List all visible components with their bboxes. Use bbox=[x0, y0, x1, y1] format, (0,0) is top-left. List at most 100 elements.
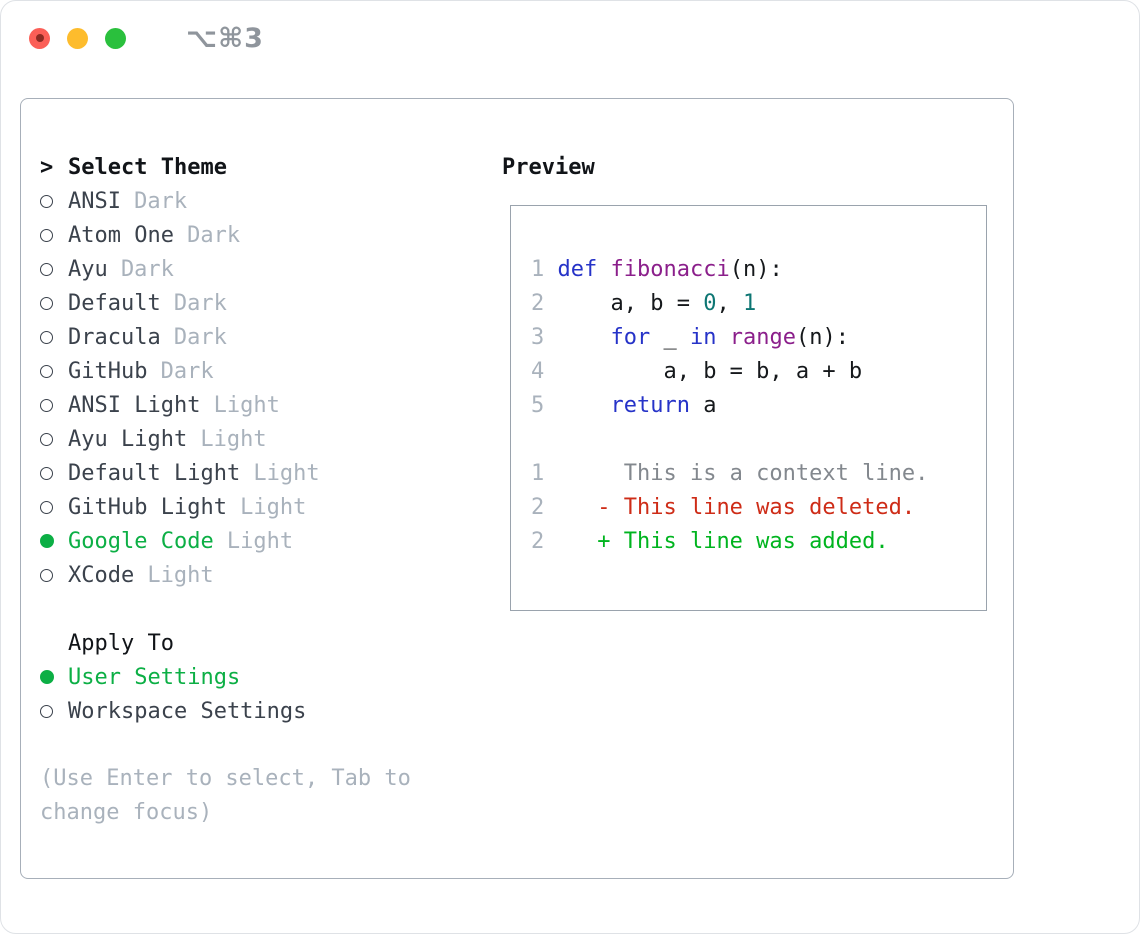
radio-marker bbox=[40, 432, 68, 446]
theme-option-github-light[interactable]: GitHub Light Light bbox=[40, 490, 502, 524]
radio-icon bbox=[40, 296, 53, 310]
radio-marker bbox=[40, 670, 68, 684]
code-line: 2 a, b = 0, 1 bbox=[531, 291, 757, 316]
keyboard-hint: (Use Enter to select, Tab to change focu… bbox=[40, 766, 411, 825]
theme-name: Dracula bbox=[68, 324, 161, 350]
apply-option-workspace-settings[interactable]: Workspace Settings bbox=[40, 694, 502, 728]
line-number: 4 bbox=[531, 359, 545, 384]
minimize-button[interactable] bbox=[67, 27, 88, 49]
line-number: 2 bbox=[531, 529, 545, 554]
theme-picker-title: Select Theme bbox=[68, 154, 227, 180]
apply-to-title: Apply To bbox=[68, 630, 174, 656]
preview-header-row: Preview bbox=[502, 150, 1002, 184]
prompt-icon: > bbox=[40, 154, 54, 180]
titlebar: ⌥⌘3 bbox=[1, 1, 1139, 75]
theme-variant-badge: Light bbox=[200, 426, 267, 452]
context-line: 1 This is a context line. bbox=[531, 461, 929, 486]
code-line: 1 def fibonacci(n): bbox=[531, 257, 783, 282]
added-line: 2 + This line was added. bbox=[531, 529, 889, 554]
theme-option-ansi-light[interactable]: ANSI Light Light bbox=[40, 388, 502, 422]
radio-marker bbox=[40, 704, 68, 718]
theme-name: GitHub Light bbox=[68, 494, 227, 520]
radio-icon bbox=[40, 194, 53, 208]
theme-option-google-code[interactable]: Google Code Light bbox=[40, 524, 502, 558]
radio-marker bbox=[40, 296, 68, 310]
line-number: 2 bbox=[531, 495, 545, 520]
radio-icon bbox=[40, 500, 53, 514]
spacer bbox=[40, 728, 502, 762]
theme-name: ANSI bbox=[68, 188, 121, 214]
theme-option-default-light[interactable]: Default Light Light bbox=[40, 456, 502, 490]
theme-name: GitHub bbox=[68, 358, 148, 384]
theme-option-default[interactable]: Default Dark bbox=[40, 286, 502, 320]
radio-marker bbox=[40, 228, 68, 242]
theme-variant-badge: Light bbox=[253, 460, 320, 486]
theme-name: Ayu bbox=[68, 256, 108, 282]
theme-option-ayu-light[interactable]: Ayu Light Light bbox=[40, 422, 502, 456]
theme-name: ANSI Light bbox=[68, 392, 201, 418]
theme-option-github[interactable]: GitHub Dark bbox=[40, 354, 502, 388]
line-number: 1 bbox=[531, 257, 545, 282]
theme-option-dracula[interactable]: Dracula Dark bbox=[40, 320, 502, 354]
line-number: 5 bbox=[531, 393, 545, 418]
theme-option-xcode[interactable]: XCode Light bbox=[40, 558, 502, 592]
theme-variant-badge: Dark bbox=[173, 324, 227, 350]
apply-to-header-row: Apply To bbox=[40, 626, 502, 660]
radio-marker bbox=[40, 466, 68, 480]
theme-name: Atom One bbox=[68, 222, 174, 248]
radio-marker bbox=[40, 330, 68, 344]
preview-title: Preview bbox=[502, 154, 595, 180]
theme-variant-badge: Light bbox=[240, 494, 307, 520]
theme-name: Default bbox=[68, 290, 161, 316]
apply-option-label: User Settings bbox=[68, 664, 241, 690]
line-number: 2 bbox=[531, 291, 545, 316]
radio-marker bbox=[40, 398, 68, 412]
theme-name: Google Code bbox=[68, 528, 214, 554]
blank-line bbox=[531, 423, 986, 457]
radio-icon bbox=[40, 330, 53, 344]
theme-variant-badge: Light bbox=[147, 562, 214, 588]
theme-picker-header-row: > Select Theme bbox=[40, 150, 502, 184]
preview-box: 1 def fibonacci(n): 2 a, b = 0, 1 3 for _ … bbox=[510, 205, 987, 611]
code-line: 4 a, b = b, a + b bbox=[531, 359, 863, 384]
spacer bbox=[40, 592, 502, 626]
theme-variant-badge: Dark bbox=[187, 222, 241, 248]
radio-marker bbox=[40, 500, 68, 514]
maximize-button[interactable] bbox=[105, 27, 126, 49]
theme-variant-badge: Light bbox=[213, 392, 280, 418]
radio-icon bbox=[40, 364, 53, 378]
theme-name: XCode bbox=[68, 562, 135, 588]
theme-variant-badge: Dark bbox=[134, 188, 188, 214]
deleted-line: 2 - This line was deleted. bbox=[531, 495, 916, 520]
code-line: 5 return a bbox=[531, 393, 717, 418]
radio-marker bbox=[40, 568, 68, 582]
apply-option-user-settings[interactable]: User Settings bbox=[40, 660, 502, 694]
apply-option-label: Workspace Settings bbox=[68, 698, 307, 724]
theme-variant-badge: Light bbox=[226, 528, 294, 554]
radio-icon bbox=[40, 432, 53, 446]
radio-icon bbox=[40, 704, 53, 718]
radio-marker bbox=[40, 262, 68, 276]
unsaved-dot-icon bbox=[35, 34, 44, 42]
theme-option-atom-one[interactable]: Atom One Dark bbox=[40, 218, 502, 252]
code-line: 3 for _ in range(n): bbox=[531, 325, 849, 350]
radio-icon bbox=[40, 466, 53, 480]
radio-icon bbox=[40, 228, 53, 242]
theme-name: Ayu Light bbox=[68, 426, 188, 452]
theme-name: Default Light bbox=[68, 460, 241, 486]
theme-variant-badge: Dark bbox=[173, 290, 227, 316]
window-shortcut-title: ⌥⌘3 bbox=[186, 22, 264, 54]
theme-variant-badge: Dark bbox=[160, 358, 214, 384]
radio-marker bbox=[40, 364, 68, 378]
close-button[interactable] bbox=[29, 27, 50, 49]
theme-option-ansi[interactable]: ANSI Dark bbox=[40, 184, 502, 218]
radio-marker bbox=[40, 194, 68, 208]
radio-icon bbox=[40, 262, 53, 276]
radio-icon bbox=[40, 568, 53, 582]
